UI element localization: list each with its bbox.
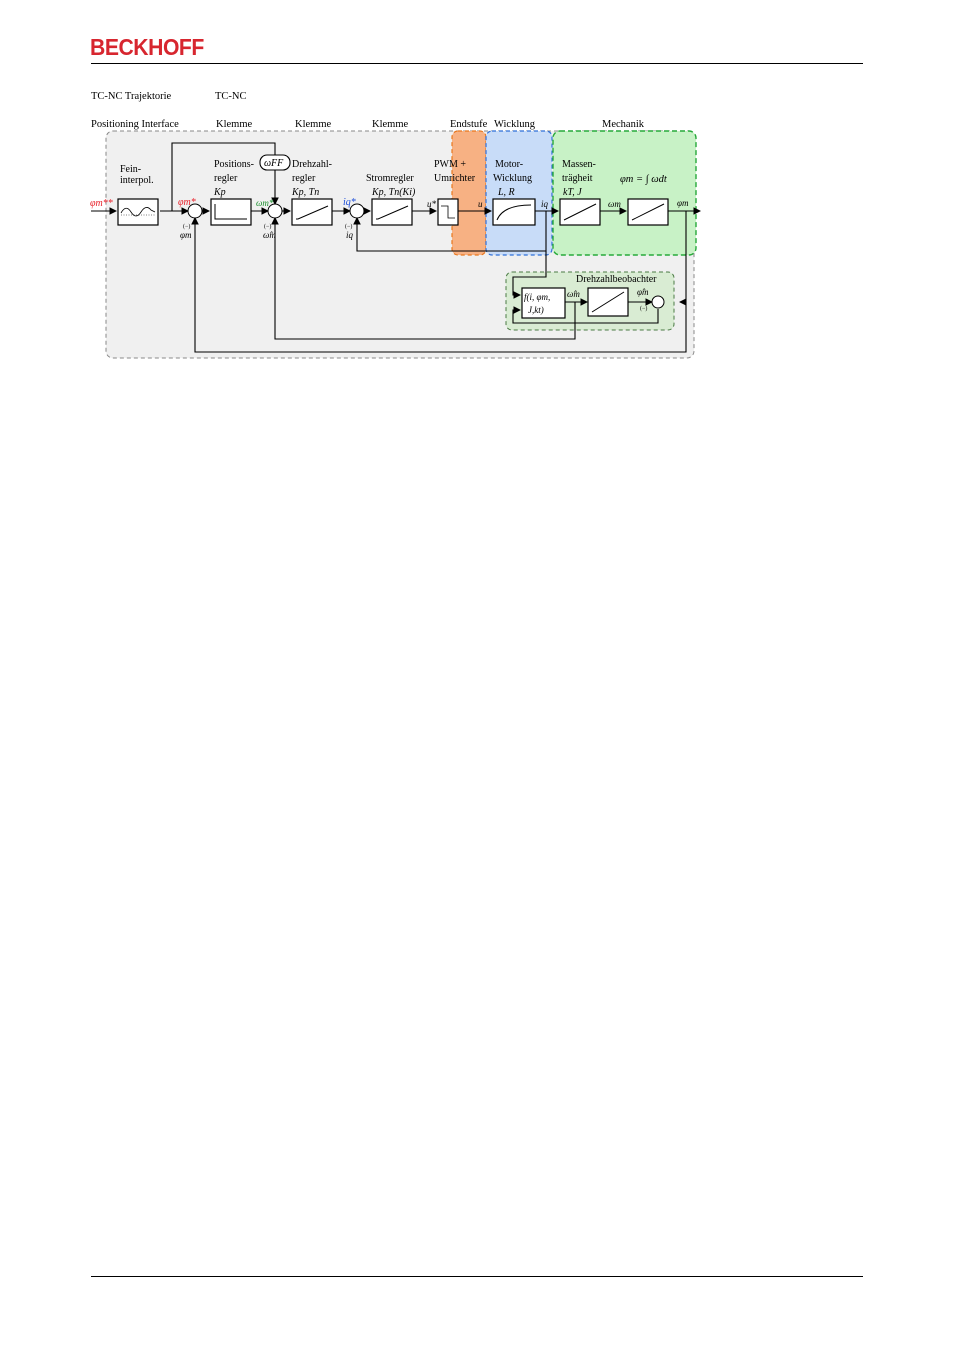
sum-observer (651, 295, 665, 309)
label-klemme-1: Klemme (216, 119, 252, 130)
signal-omega-setpoint: ωm* (256, 198, 274, 208)
pwm-label-1: PWM + (434, 159, 466, 170)
massentraegheit-block (559, 198, 601, 226)
sum-current (349, 203, 365, 219)
motor-wicklung-block (492, 198, 536, 226)
signal-phi-setpoint: φm* (178, 197, 196, 208)
label-tc-nc: TC-NC (215, 91, 247, 102)
strom-label-1: Stromregler (366, 173, 414, 184)
motor-label-2: Wicklung (493, 173, 532, 184)
signal-phi-feedback: φm (180, 230, 192, 240)
signal-omega-hat: ω̂m (263, 230, 276, 240)
control-loop-diagram: TC-NC Trajektorie TC-NC Positioning Inte… (90, 91, 702, 359)
label-wicklung: Wicklung (494, 119, 536, 130)
mass-label-3: kT, J (563, 187, 582, 198)
positionsregler-block (210, 198, 252, 226)
signal-u: u (478, 199, 483, 209)
pos-label-1: Positions- (214, 159, 254, 170)
signal-phi-input: φm** (90, 198, 113, 209)
mass-label-2: trägheit (562, 173, 593, 184)
signal-phi-m-out: φm (677, 198, 689, 208)
dz-label-2: regler (292, 173, 316, 184)
pos-label-3: Kp (213, 187, 226, 198)
label-klemme-3: Klemme (372, 119, 408, 130)
stromregler-block (371, 198, 413, 226)
fein-label-2: interpol. (120, 175, 154, 186)
observer-f-2: J,kt) (528, 305, 544, 315)
mass-label-1: Massen- (562, 159, 596, 170)
signal-omega-hat-observer: ω̂m (567, 289, 580, 299)
sum-position (187, 203, 203, 219)
signal-iq-feedback: iq (346, 230, 354, 240)
signal-minus-4: (−) (640, 305, 647, 312)
fein-interpol-block (117, 198, 159, 226)
signal-minus-1: (−) (183, 223, 190, 230)
observer-f-1: f(i, φm, (524, 292, 550, 302)
signal-minus-2: (−) (264, 223, 271, 230)
signal-iq-setpoint: iq* (343, 197, 356, 208)
omega-ff-label: ωFF (264, 158, 284, 169)
label-klemme-2: Klemme (295, 119, 331, 130)
label-tc-nc-trajektorie: TC-NC Trajektorie (91, 91, 172, 102)
sum-speed (267, 203, 283, 219)
signal-omega-m: ωm (608, 199, 621, 209)
dz-label-1: Drehzahl- (292, 159, 332, 170)
observer-function-block (521, 287, 566, 319)
strom-label-2: Kp, Tn(Ki) (371, 187, 416, 198)
signal-u-star: u* (427, 199, 437, 209)
label-positioning-interface: Positioning Interface (91, 119, 179, 130)
omega-ff-block (259, 154, 291, 171)
wicklung-region (485, 130, 553, 256)
fein-label-1: Fein- (120, 164, 141, 175)
integral-equation: φm = ∫ ωdt (620, 174, 668, 185)
dz-label-3: Kp, Tn (291, 187, 319, 198)
motor-label-1: Motor- (495, 159, 523, 170)
endstufe-region (451, 130, 487, 256)
observer-title: Drehzahlbeobachter (576, 274, 657, 285)
beckhoff-logo: BECKHOFF (90, 34, 204, 60)
pwm-label-2: Umrichter (434, 173, 476, 184)
header-divider (91, 63, 863, 64)
signal-minus-3: (−) (345, 223, 352, 230)
signal-iq-out: iq (541, 199, 549, 209)
label-endstufe: Endstufe (450, 119, 488, 130)
label-mechanik: Mechanik (602, 119, 645, 130)
drehzahlregler-block (291, 198, 333, 226)
footer-divider (91, 1276, 863, 1277)
motor-label-3: L, R (497, 187, 515, 198)
pos-label-2: regler (214, 173, 238, 184)
signal-phi-hat-observer: φ̂m (637, 287, 649, 297)
